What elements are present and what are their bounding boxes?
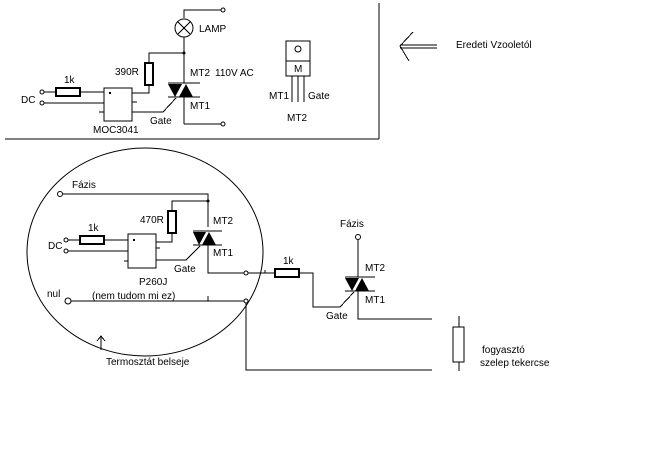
- triac-icon: [168, 82, 200, 98]
- mt1-label: MT1: [365, 295, 385, 306]
- thermostat-caption: Termosztát belseje: [106, 357, 190, 368]
- original-circuit: LAMP 390R MT2 110V AC MT1 Gate MOC3041: [21, 7, 254, 136]
- terminal: [39, 100, 45, 106]
- resistor-1k-external: [274, 268, 300, 278]
- resistor-1k-label: 1k: [64, 75, 76, 86]
- resistor-1k: [55, 87, 81, 97]
- gate-label: Gate: [326, 311, 348, 322]
- package-pin-mt2: MT2: [287, 113, 307, 124]
- lamp-label: LAMP: [199, 24, 227, 35]
- voltage-label: 110V AC: [215, 68, 254, 79]
- resistor-390r: [144, 62, 154, 86]
- mt2-label: MT2: [190, 68, 210, 79]
- gate-label: Gate: [174, 264, 196, 275]
- resistor-label: 1k: [283, 256, 295, 267]
- annotation-original: Eredeti Vzooletól: [456, 40, 532, 51]
- terminal: [57, 191, 63, 197]
- phase-label: Fázis: [72, 180, 96, 191]
- optocoupler-moc3041: [103, 87, 133, 122]
- up-arrow-icon: [96, 335, 106, 350]
- dc-label: DC: [48, 241, 62, 252]
- valve-coil-load: [452, 326, 465, 363]
- triac-package: M MT1 Gate MT2: [269, 40, 330, 124]
- dc-label: DC: [21, 95, 35, 106]
- triac-icon: [193, 230, 222, 246]
- external-circuit: 1k Gate Fázis MT2 MT1 fogyasztó szelep t…: [245, 219, 550, 371]
- resistor-470r: [167, 210, 177, 234]
- optocoupler-label: MOC3041: [93, 125, 139, 136]
- mt1-label: MT1: [190, 101, 210, 112]
- terminal: [355, 234, 361, 240]
- package-pin-mt1: MT1: [269, 91, 289, 102]
- terminal: [63, 237, 69, 243]
- triac-icon: [345, 276, 375, 292]
- optocoupler-label: P260J: [139, 277, 167, 288]
- terminal: [220, 121, 226, 127]
- resistor-390r-label: 390R: [115, 67, 139, 78]
- original-circuit-frame: [5, 3, 380, 140]
- optocoupler-note: (nem tudom mi ez): [92, 291, 175, 302]
- terminal: [220, 7, 226, 13]
- load-label-2: szelep tekercse: [480, 358, 550, 369]
- left-arrow-icon: [399, 31, 437, 62]
- terminal: [64, 297, 72, 305]
- resistor-1k: [79, 235, 105, 245]
- resistor-470r-label: 470R: [140, 215, 164, 226]
- optocoupler-p260j: [127, 233, 157, 269]
- load-label-1: fogyasztó: [482, 345, 525, 356]
- neutral-label: nul: [47, 289, 60, 300]
- thermostat-boundary: [26, 147, 264, 357]
- terminal: [243, 270, 249, 276]
- terminal: [243, 298, 249, 304]
- terminal: [63, 248, 69, 254]
- mt2-label: MT2: [365, 263, 385, 274]
- terminal: [39, 89, 45, 95]
- lamp-icon: [174, 18, 194, 38]
- resistor-1k-label: 1k: [88, 223, 100, 234]
- thermostat-circuit: Fázis 470R MT2 MT1 Gate P260J (nem tudom: [47, 180, 249, 305]
- mt1-label: MT1: [213, 248, 233, 259]
- package-tab-label: M: [294, 64, 302, 75]
- package-pin-gate: Gate: [308, 91, 330, 102]
- phase-label: Fázis: [340, 219, 364, 230]
- mt2-label: MT2: [213, 216, 233, 227]
- gate-label: Gate: [150, 116, 172, 127]
